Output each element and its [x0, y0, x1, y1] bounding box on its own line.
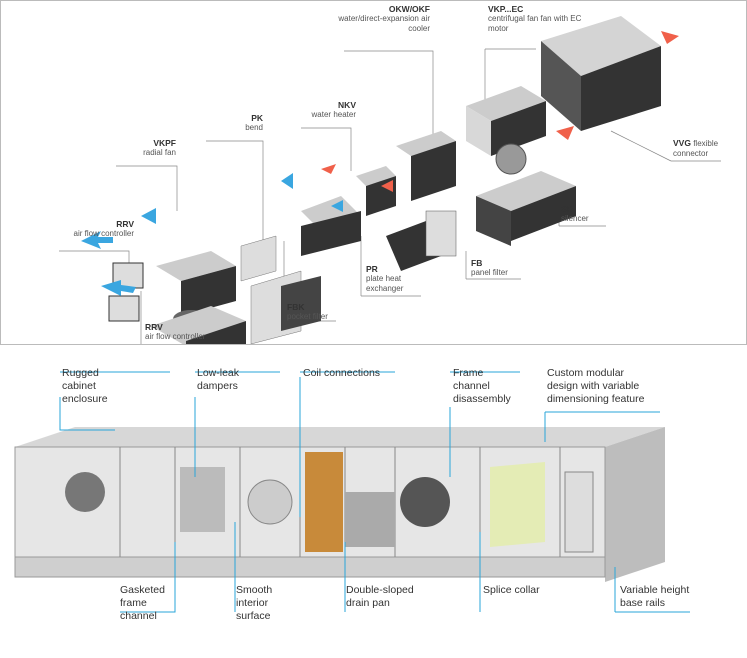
component-desc: pocket filter: [287, 312, 328, 321]
callout-gasketed-frame: Gasketed frame channel: [120, 584, 165, 622]
component-desc: flexible connector: [673, 139, 719, 158]
component-code: FB: [471, 258, 483, 268]
component-desc: radial fan: [143, 148, 176, 157]
callout-frame-channel: Frame channel disassembly: [453, 367, 511, 405]
callout-smooth-interior: Smooth interior surface: [236, 584, 273, 622]
exhaust-arrows: [321, 31, 679, 192]
component-code: VKPF: [153, 138, 176, 148]
component-code: RRV: [145, 322, 163, 332]
exploded-duct-illustration: [59, 16, 721, 344]
component-desc: air flow controller: [73, 229, 134, 238]
airflow-arrows: [81, 173, 343, 296]
component-code: RRV: [116, 219, 134, 229]
component-code: PK: [251, 113, 263, 123]
component-desc: water heater: [311, 110, 356, 119]
label-vvg: VVG flexible connector: [673, 138, 743, 159]
component-desc: centrifugal fan fan with EC motor: [488, 14, 582, 33]
component-desc: water/direct-expansion air cooler: [338, 14, 430, 33]
component-desc: air flow controller: [145, 332, 206, 341]
component-desc: panel filter: [471, 268, 508, 277]
callout-base-rails: Variable height base rails: [620, 584, 690, 609]
callout-coil-connections: Coil connections: [303, 367, 381, 379]
component-code: VKP...EC: [488, 4, 524, 14]
component-code: VVG: [673, 138, 691, 148]
component-code: FBK: [287, 302, 305, 312]
component-code: OKW/OKF: [388, 4, 430, 14]
ahu-cutaway-illustration: [14, 371, 690, 613]
air-handling-unit-diagram: Rugged cabinet enclosure Low-leak damper…: [0, 352, 747, 658]
callout-splice-collar: Splice collar: [483, 584, 540, 596]
callout-rugged-cabinet: Rugged cabinet enclosure: [62, 367, 108, 405]
component-code: NKV: [338, 100, 356, 110]
component-desc: plate heat exchanger: [366, 274, 404, 293]
component-code: PR: [366, 264, 378, 274]
component-desc: silencer: [561, 214, 589, 223]
component-desc: bend: [245, 123, 263, 132]
callout-low-leak-dampers: Low-leak dampers: [197, 367, 240, 392]
duct-modules: [108, 16, 661, 344]
callout-lines: [59, 371, 690, 613]
callout-drain-pan: Double-sloped drain pan: [346, 584, 414, 609]
callout-custom-modular: Custom modular design with variable dime…: [547, 367, 645, 405]
component-code: SR: [561, 204, 573, 214]
